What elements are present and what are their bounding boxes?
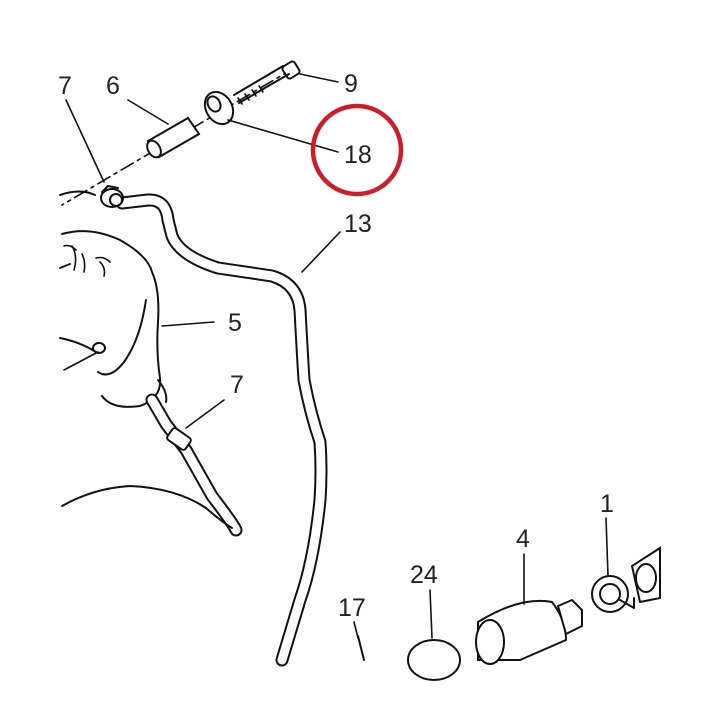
part-9-bolt [233, 60, 301, 105]
leader-lines [65, 73, 609, 639]
part-24-grommet [407, 639, 461, 681]
label-24: 24 [410, 561, 438, 589]
fitting-right [630, 546, 661, 604]
highlight-circle-18 [310, 103, 404, 197]
label-4: 4 [516, 525, 530, 553]
part-4-filter [475, 598, 583, 665]
part-7-clip-top [100, 185, 124, 208]
label-18[interactable]: 18 [344, 141, 372, 169]
label-13: 13 [344, 210, 372, 238]
part-1-clamp [591, 575, 635, 613]
part-17-rod [357, 635, 365, 661]
label-7-top: 7 [58, 72, 72, 100]
part-7-connector-lower [61, 393, 243, 537]
part-6-spacer [146, 116, 201, 159]
part-5-reservoir [59, 190, 168, 408]
label-9: 9 [344, 70, 358, 98]
label-6: 6 [106, 72, 120, 100]
part-18-washer [203, 90, 235, 126]
label-7-lower: 7 [230, 371, 244, 399]
label-17: 17 [338, 594, 366, 622]
part-13-hose [115, 193, 328, 667]
label-5: 5 [228, 309, 242, 337]
label-1: 1 [600, 490, 614, 518]
